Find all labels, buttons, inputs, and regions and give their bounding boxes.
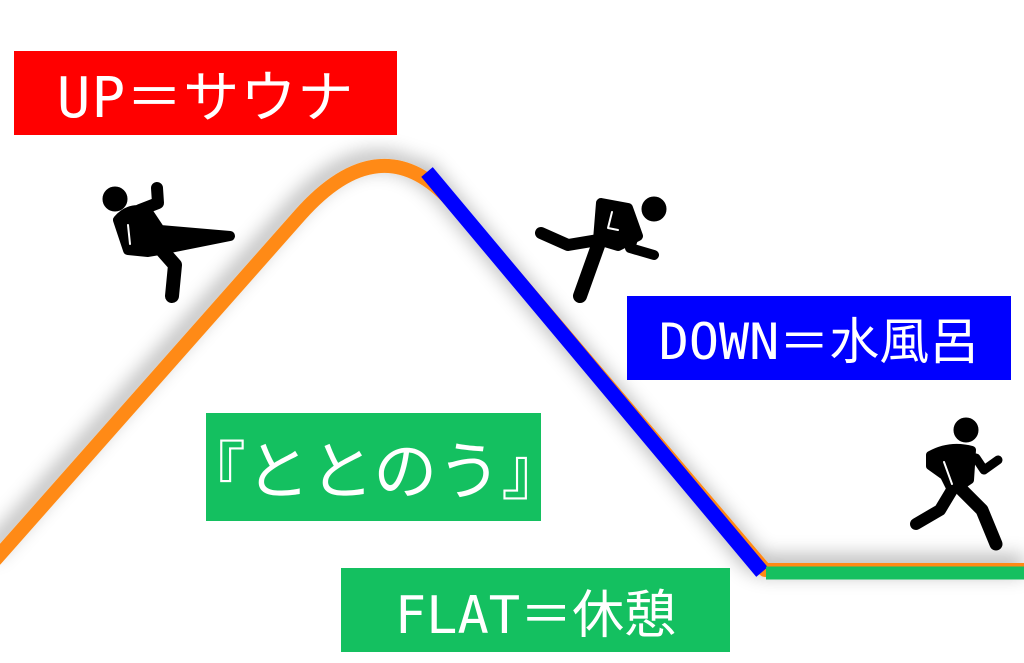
- leaping-figure-icon: [535, 196, 667, 303]
- running-figure-icon: [910, 417, 1003, 551]
- down-line: [421, 167, 768, 577]
- up-sauna-label: UP＝サウナ: [14, 51, 397, 135]
- down-cold-bath-label: DOWN＝水風呂: [627, 296, 1011, 380]
- flat-rest-label: FLAT＝休憩: [341, 568, 730, 652]
- totonou-label: 『ととのう』: [182, 413, 565, 521]
- kicking-figure-icon: [102, 182, 235, 303]
